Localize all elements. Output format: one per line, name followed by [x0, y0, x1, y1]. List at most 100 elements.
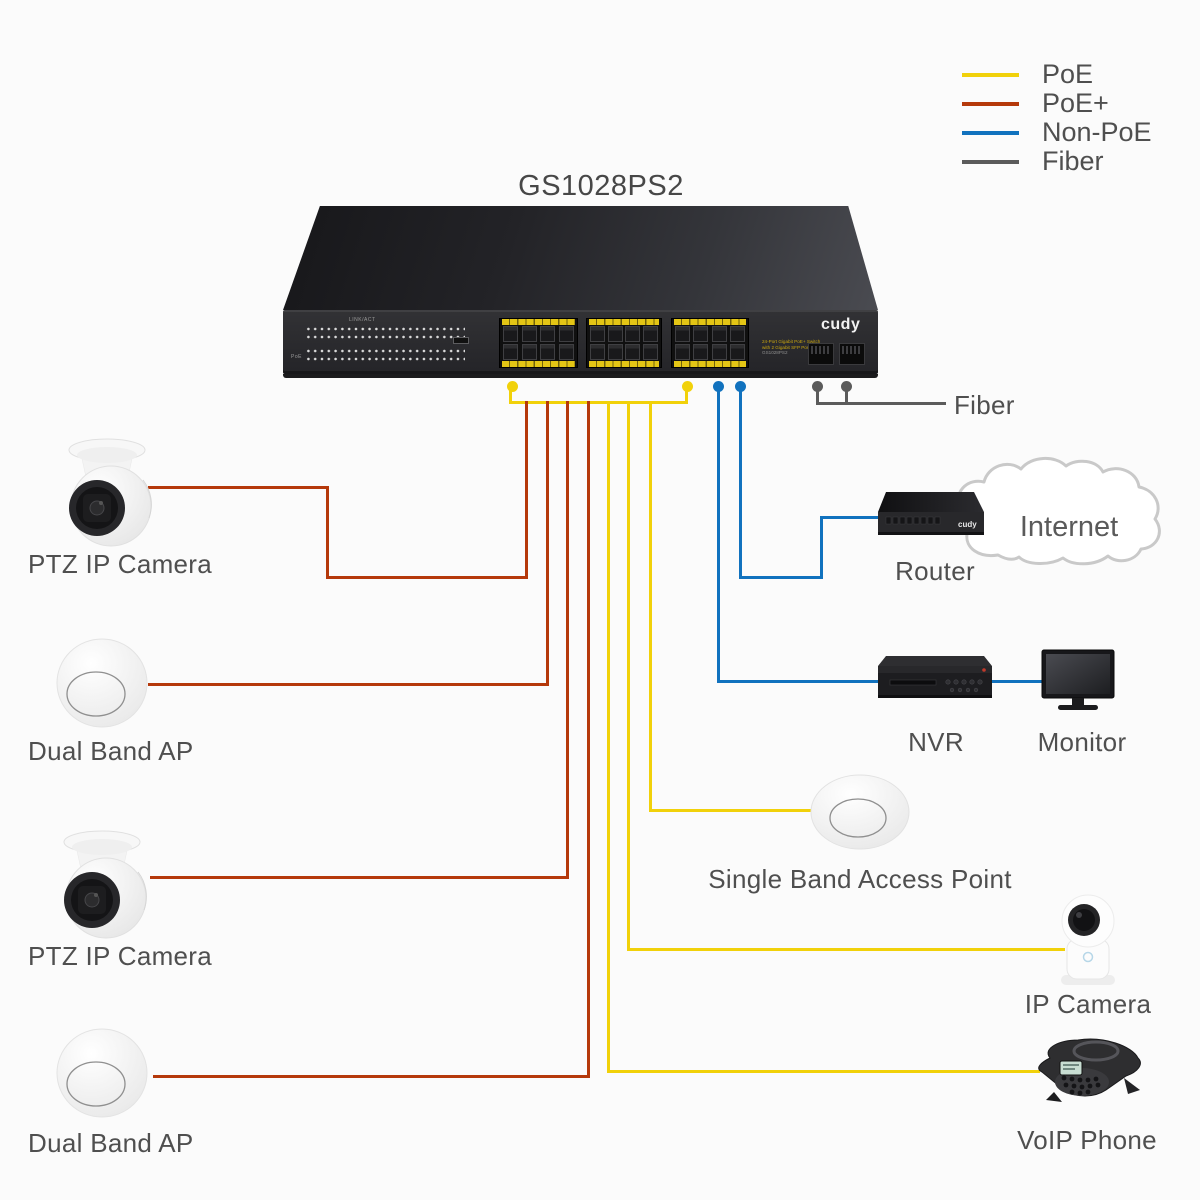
- rj45-port: [590, 326, 605, 342]
- legend-swatch-non-poe: [962, 130, 1019, 135]
- poe-plus-line-ptz1: [525, 401, 528, 579]
- spec-model: GS1028PS2: [762, 350, 788, 356]
- rj45-port: [503, 326, 518, 342]
- voip-phone-label: VoIP Phone: [1017, 1125, 1157, 1155]
- rj45-port: [625, 344, 641, 360]
- poe-plus-line-ap1: [148, 683, 549, 686]
- port-block-1: [499, 318, 578, 368]
- legend-swatch-poe-plus: [962, 101, 1019, 106]
- rj45-port: [711, 344, 727, 360]
- rj45-port: [558, 344, 574, 360]
- non-poe-line-router: [820, 516, 888, 519]
- poe-plus-line-ptz1: [148, 486, 329, 489]
- non-poe-line-router: [739, 576, 823, 579]
- ptz-ip-camera-1-image: [68, 438, 152, 547]
- poe-plus-line-ptz1: [326, 576, 528, 579]
- poe-line-voip: [607, 401, 610, 1073]
- dual-band-ap-2-image: [56, 1028, 148, 1118]
- poe-port-dot: [507, 381, 518, 392]
- fiber-callout-label: Fiber: [954, 390, 1015, 420]
- poe-line-sbap: [649, 401, 652, 812]
- nvr-label: NVR: [908, 727, 964, 757]
- rj45-port: [558, 326, 574, 342]
- ptz-camera-2-label: PTZ IP Camera: [28, 941, 213, 971]
- rj45-port: [590, 344, 605, 360]
- legend-label-poe: PoE: [1042, 59, 1094, 89]
- legend-swatch-poe: [962, 72, 1019, 77]
- rj45-port: [521, 344, 537, 360]
- voip-phone-image: [1038, 1038, 1141, 1102]
- poe-plus-line-ap2: [153, 1075, 590, 1078]
- poe-line-voip: [607, 1070, 1040, 1073]
- rj45-port: [675, 344, 690, 360]
- led-label-poe: PoE: [291, 354, 302, 360]
- led-grid-top: [305, 325, 465, 341]
- legend-row-non-poe: Non-PoE: [962, 117, 1152, 147]
- rj45-port: [540, 326, 556, 342]
- led-grid-bottom: [305, 347, 465, 363]
- spec-line-2: with 2 Gigabit SFP Ports: [762, 344, 812, 350]
- fiber-line: [845, 386, 848, 405]
- cudy-logo: cudy: [821, 316, 861, 333]
- switch-top-face: [283, 206, 878, 310]
- rj45-port: [675, 326, 690, 342]
- poe-line-ipcam: [627, 948, 1065, 951]
- legend-row-poe: PoE: [962, 59, 1152, 89]
- poe-plus-line-ap1: [546, 401, 549, 686]
- ptz-ip-camera-2-image: [63, 830, 147, 939]
- internet-label: Internet: [1019, 511, 1119, 543]
- port-block-2: [586, 318, 662, 368]
- non-poe-line-router: [739, 386, 742, 579]
- non-poe-line-router: [820, 516, 823, 579]
- non-poe-line-nvr: [717, 680, 882, 683]
- sfp-port-1: [808, 343, 834, 365]
- ip-camera-image: [1061, 894, 1115, 985]
- rj45-port: [503, 344, 518, 360]
- router-label: Router: [895, 556, 975, 586]
- poe-plus-line-ptz1: [326, 486, 329, 579]
- legend-label-non-poe: Non-PoE: [1042, 117, 1152, 147]
- nvr-image: [878, 656, 992, 698]
- rj45-port: [642, 326, 658, 342]
- fiber-line: [816, 402, 946, 405]
- mode-switch: [453, 337, 483, 344]
- poe-bus-line: [509, 401, 688, 404]
- rj45-port: [642, 344, 658, 360]
- rj45-port: [625, 326, 641, 342]
- switch-spec-text: 24-Port Gigabit PoE+ Switch with 2 Gigab…: [762, 339, 822, 356]
- spec-line-1: 24-Port Gigabit PoE+ Switch: [762, 339, 821, 344]
- rj45-port: [711, 326, 727, 342]
- legend-row-fiber: Fiber: [962, 146, 1152, 176]
- legend-swatch-fiber: [962, 159, 1019, 164]
- ptz-camera-1-label: PTZ IP Camera: [28, 549, 213, 579]
- rj45-port: [540, 344, 556, 360]
- router-image: cudy: [878, 492, 984, 535]
- diagram-title: GS1028PS2: [518, 170, 684, 202]
- switch-front-panel: LINK/ACT PoE cudy 24-Port Gigabit PoE+ S…: [283, 310, 878, 374]
- monitor-image: [1041, 649, 1115, 710]
- sfp-port-2: [839, 343, 865, 365]
- single-band-ap-image: [810, 774, 910, 850]
- non-poe-line-nvr-monitor: [988, 680, 1048, 683]
- rj45-port: [607, 326, 623, 342]
- legend-label-poe-plus: PoE+: [1042, 88, 1109, 118]
- monitor-label: Monitor: [1037, 727, 1127, 757]
- poe-line-ipcam: [627, 401, 630, 951]
- poe-plus-line-ap2: [587, 401, 590, 1078]
- rj45-port: [521, 326, 537, 342]
- dual-band-ap-2-label: Dual Band AP: [28, 1128, 194, 1158]
- poe-plus-line-ptz2: [566, 401, 569, 879]
- poe-plus-line-ptz2: [150, 876, 569, 879]
- legend-label-fiber: Fiber: [1042, 146, 1104, 176]
- poe-line-sbap: [649, 809, 820, 812]
- switch-base-edge: [283, 374, 878, 378]
- led-label-linkact: LINK/ACT: [349, 317, 376, 323]
- dual-band-ap-1-label: Dual Band AP: [28, 736, 194, 766]
- legend-row-poe-plus: PoE+: [962, 88, 1152, 118]
- ip-camera-label: IP Camera: [1024, 989, 1152, 1019]
- dual-band-ap-1-image: [56, 638, 148, 728]
- fiber-line: [816, 386, 819, 405]
- non-poe-line-nvr: [717, 386, 720, 683]
- port-block-3: [671, 318, 749, 368]
